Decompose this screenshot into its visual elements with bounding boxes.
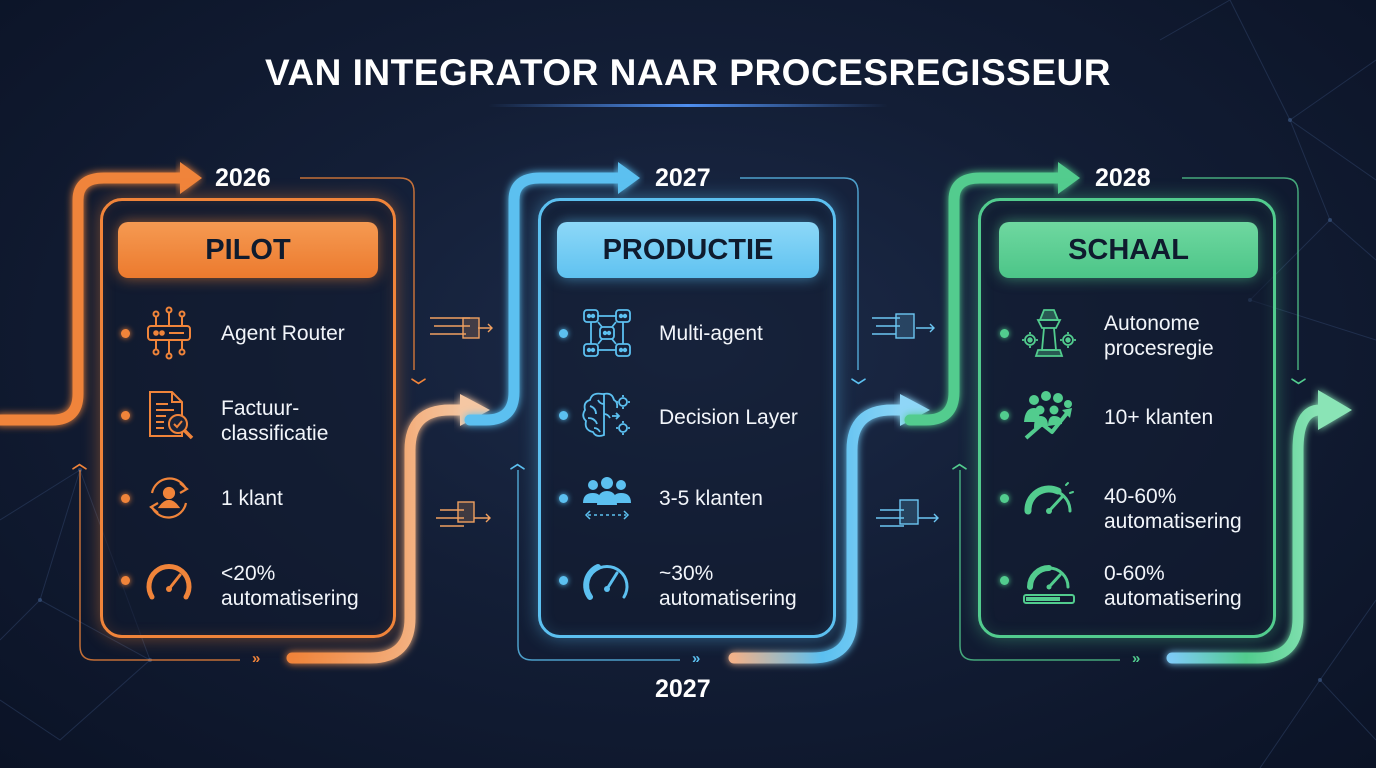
bullet-dot bbox=[559, 494, 568, 503]
gauge-progress-icon bbox=[1022, 553, 1076, 607]
year-label-2028: 2028 bbox=[1095, 164, 1151, 192]
chevron-down-icon: ﹀ bbox=[1291, 378, 1306, 395]
gauge-high-icon bbox=[1022, 471, 1076, 525]
chevron-right-icon: » bbox=[692, 650, 701, 667]
phase-badge-schaal: SCHAAL bbox=[999, 222, 1258, 278]
bullet-dot bbox=[559, 329, 568, 338]
page-title: VAN INTEGRATOR NAAR PROCESREGISSEUR bbox=[265, 52, 1111, 93]
bullet-dot bbox=[1000, 411, 1009, 420]
bullet-dot bbox=[121, 576, 130, 585]
item-label: 40-60%automatisering bbox=[1104, 485, 1242, 533]
bullet-dot bbox=[121, 494, 130, 503]
invoice-search-icon bbox=[142, 388, 196, 442]
chevron-right-icon: » bbox=[1132, 650, 1141, 667]
item-label: Decision Layer bbox=[659, 406, 798, 429]
item-label: ~30%automatisering bbox=[659, 562, 797, 610]
chevron-up-icon: ︿ bbox=[952, 455, 967, 472]
bullet-dot bbox=[1000, 576, 1009, 585]
chevron-right-icon: » bbox=[252, 650, 261, 667]
item-label: 1 klant bbox=[221, 487, 283, 510]
phase-badge-productie: PRODUCTIE bbox=[557, 222, 819, 278]
chevron-down-icon: ﹀ bbox=[411, 378, 426, 395]
item-label: Multi-agent bbox=[659, 322, 763, 345]
bullet-dot bbox=[121, 411, 130, 420]
footer-year-label: 2027 bbox=[655, 675, 711, 703]
item-label: <20%automatisering bbox=[221, 562, 359, 610]
chevron-up-icon: ︿ bbox=[72, 455, 87, 472]
gauge-low-icon bbox=[142, 553, 196, 607]
title-underline bbox=[488, 104, 888, 107]
group-clients-icon bbox=[580, 471, 634, 525]
phase-badge-pilot: PILOT bbox=[118, 222, 378, 278]
multi-agent-network-icon bbox=[580, 306, 634, 360]
bullet-dot bbox=[121, 329, 130, 338]
bullet-dot bbox=[559, 576, 568, 585]
bullet-dot bbox=[1000, 494, 1009, 503]
item-label: 0-60%automatisering bbox=[1104, 562, 1242, 610]
bullet-dot bbox=[559, 411, 568, 420]
brain-gear-icon bbox=[580, 388, 634, 442]
year-label-2026: 2026 bbox=[215, 164, 271, 192]
bullet-dot bbox=[1000, 329, 1009, 338]
client-cycle-icon bbox=[142, 471, 196, 525]
item-label: Factuur-classificatie bbox=[221, 397, 329, 445]
year-label-2027: 2027 bbox=[655, 164, 711, 192]
item-label: 3-5 klanten bbox=[659, 487, 763, 510]
item-label: Agent Router bbox=[221, 322, 345, 345]
router-icon bbox=[142, 306, 196, 360]
chevron-down-icon: ﹀ bbox=[851, 378, 866, 395]
gauge-mid-icon bbox=[580, 553, 634, 607]
item-label: 10+ klanten bbox=[1104, 406, 1214, 429]
control-tower-icon bbox=[1022, 306, 1076, 360]
crowd-growth-icon bbox=[1022, 388, 1076, 442]
chevron-up-icon: ︿ bbox=[510, 455, 525, 472]
